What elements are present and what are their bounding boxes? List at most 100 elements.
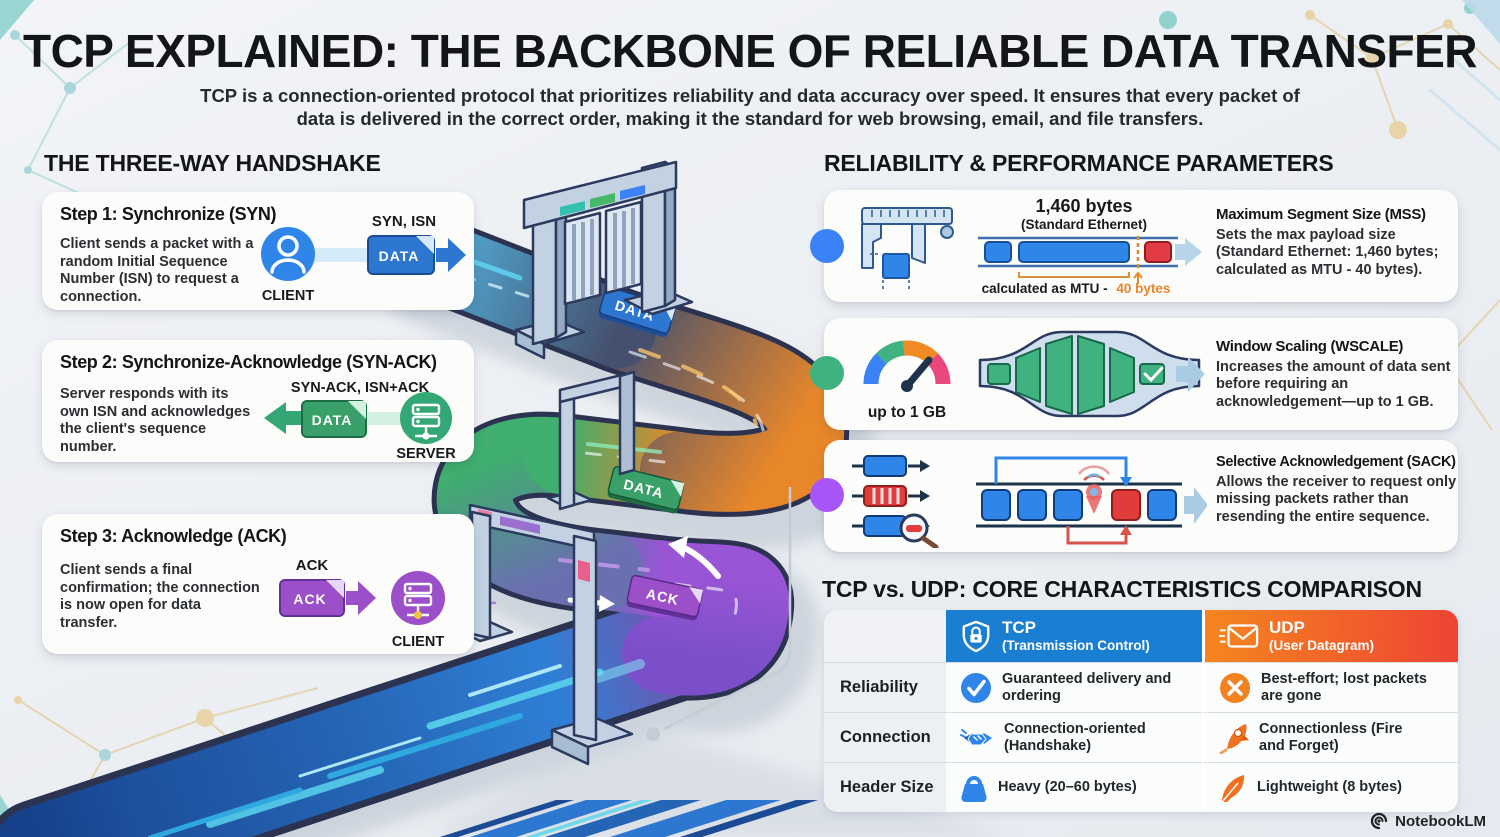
notebooklm-logo-icon (1371, 812, 1388, 830)
decorative-connector-line (646, 487, 792, 741)
gauge-icon: up to 1 GB (863, 340, 951, 421)
synack-data-chip: DATA (301, 400, 367, 438)
wscale-card: up to 1 GB Window Scaling (WSCALE) Incre… (824, 318, 1458, 430)
packet-beam (362, 412, 404, 425)
handshake-icon (960, 728, 992, 745)
bottom-road-stripes (440, 800, 818, 837)
svg-text:DATA: DATA (379, 248, 420, 264)
udp-reliability-cell: Best-effort; lost packets are gone (1202, 662, 1458, 712)
toll-gate-mid (546, 370, 636, 511)
wscale-title: Window Scaling (WSCALE) (1216, 338, 1404, 355)
step3-illustration: ACK ACK CLIENT (279, 557, 445, 650)
wscale-diagram (978, 330, 1205, 418)
tcp-subtitle: (Transmission Control) (1002, 637, 1150, 653)
page-title: TCP EXPLAINED: THE BACKBONE OF RELIABLE … (22, 25, 1478, 77)
check-icon (1143, 366, 1164, 383)
brand-mark: NotebookLM (1369, 811, 1486, 831)
step3-title: Step 3: Acknowledge (ACK) (60, 526, 287, 546)
step3-description: Client sends a final confirmation; the c… (60, 562, 260, 632)
wscale-bullet-dot (810, 356, 844, 390)
gauge-label: up to 1 GB (868, 404, 946, 421)
tcp-name: TCP (1002, 618, 1036, 638)
step3-packet-label: ACK (296, 557, 329, 574)
tcp-header-size-cell: Heavy (20–60 bytes) (946, 762, 1202, 812)
step2-title: Step 2: Synchronize-Acknowledge (SYN-ACK… (60, 352, 437, 372)
mss-formula-label: calculated as MTU - (982, 281, 1108, 296)
right-arrow-icon (436, 238, 466, 272)
shield-lock-icon (962, 620, 990, 653)
road-chip-ack-purple-label: ACK (645, 585, 681, 608)
brand-name: NotebookLM (1395, 812, 1486, 830)
tcp-reliability-cell: Guaranteed delivery and ordering (946, 662, 1202, 712)
x-circle-icon (1220, 672, 1250, 703)
left-arrow-icon (264, 402, 302, 434)
right-arrow-icon (1175, 238, 1202, 266)
step3-actor-label: CLIENT (392, 634, 445, 650)
weight-icon (961, 775, 987, 802)
udp-name: UDP (1269, 618, 1305, 638)
step1-illustration: CLIENT SYN, ISN DATA (261, 213, 466, 304)
table-corner-cell (824, 610, 946, 662)
toll-gate-large (514, 160, 694, 360)
right-arrow-icon (1176, 357, 1205, 392)
step1-description: Client sends a packet with a random Init… (60, 236, 254, 306)
step2-card: Step 2: Synchronize-Acknowledge (SYN-ACK… (42, 340, 474, 462)
svg-text:DATA: DATA (312, 412, 353, 428)
road-chip-ack-purple: ACK (626, 574, 703, 621)
row-label-connection: Connection (824, 712, 946, 762)
packet-beam (314, 248, 374, 262)
client-server-icon (391, 571, 445, 625)
step1-card: Step 1: Synchronize (SYN) Client sends a… (42, 192, 474, 310)
mss-description: Sets the max payload size (Standard Ethe… (1216, 227, 1439, 278)
step1-actor-label: CLIENT (262, 288, 315, 304)
sack-diagram (976, 456, 1207, 545)
comparison-section-title: TCP vs. UDP: CORE CHARACTERISTICS COMPAR… (822, 576, 1422, 602)
step1-packet-label: SYN, ISN (372, 213, 436, 230)
check-circle-icon (961, 672, 991, 703)
step2-packet-label: SYN-ACK, ISN+ACK (291, 380, 430, 396)
page-subtitle: TCP is a connection-oriented protocol th… (200, 85, 1300, 130)
mss-diagram: 1,460 bytes (Standard Ethernet) calculat… (978, 196, 1202, 296)
sack-card: Selective Acknowledgement (SACK) Allows … (824, 440, 1458, 552)
mss-size-sublabel: (Standard Ethernet) (1021, 217, 1147, 232)
udp-header-size-cell: Lightweight (8 bytes) (1202, 762, 1458, 812)
wscale-description: Increases the amount of data sent before… (1216, 359, 1451, 410)
ack-chip: ACK (279, 579, 345, 617)
mss-title: Maximum Segment Size (MSS) (1216, 206, 1426, 223)
step1-title: Step 1: Synchronize (SYN) (60, 204, 277, 224)
mss-formula-highlight: 40 bytes (1116, 281, 1170, 296)
feather-icon (1222, 774, 1245, 802)
sack-title: Selective Acknowledgement (SACK) (1216, 454, 1456, 470)
server-icon (400, 392, 452, 444)
mss-bullet-dot (810, 229, 844, 263)
step2-actor-label: SERVER (396, 446, 456, 460)
right-arrow-icon (1184, 487, 1207, 524)
step2-illustration: SYN-ACK, ISN+ACK DATA SERVER (264, 380, 456, 460)
svg-text:ACK: ACK (293, 591, 326, 607)
packet-inspection-icon (852, 455, 939, 548)
step3-card: Step 3: Acknowledge (ACK) Client sends a… (42, 514, 474, 654)
tcp-udp-comparison-table: TCP (Transmission Control) UDP (User Dat… (824, 610, 1458, 812)
road-chip-data-green: DATA (607, 465, 685, 514)
rocket-icon (1219, 723, 1249, 754)
missing-packet-pin (1078, 465, 1110, 514)
parameters-section-title: RELIABILITY & PERFORMANCE PARAMETERS (824, 150, 1334, 176)
handshake-section-title: THE THREE-WAY HANDSHAKE (44, 150, 381, 176)
row-label-header-size: Header Size (824, 762, 946, 812)
svg-text:calculated as MTU - 40: calculated as MTU - 40 bytes (982, 281, 1171, 296)
mss-card: 1,460 bytes (Standard Ethernet) calculat… (824, 190, 1458, 302)
sack-description: Allows the receiver to request only miss… (1216, 474, 1457, 525)
row-label-reliability: Reliability (824, 662, 946, 712)
udp-column-header: UDP (User Datagram) (1202, 610, 1458, 662)
syn-data-chip: DATA (367, 235, 435, 275)
udp-connection-cell: Connectionless (Fire and Forget) (1202, 712, 1458, 762)
envelope-icon (1219, 624, 1259, 648)
udp-subtitle: (User Datagram) (1269, 637, 1375, 653)
mss-size-label: 1,460 bytes (1035, 196, 1132, 216)
sack-bullet-dot (810, 478, 844, 512)
client-person-icon (261, 227, 315, 281)
right-arrow-icon (346, 581, 376, 615)
step2-description: Server responds with its own ISN and ack… (60, 386, 251, 456)
